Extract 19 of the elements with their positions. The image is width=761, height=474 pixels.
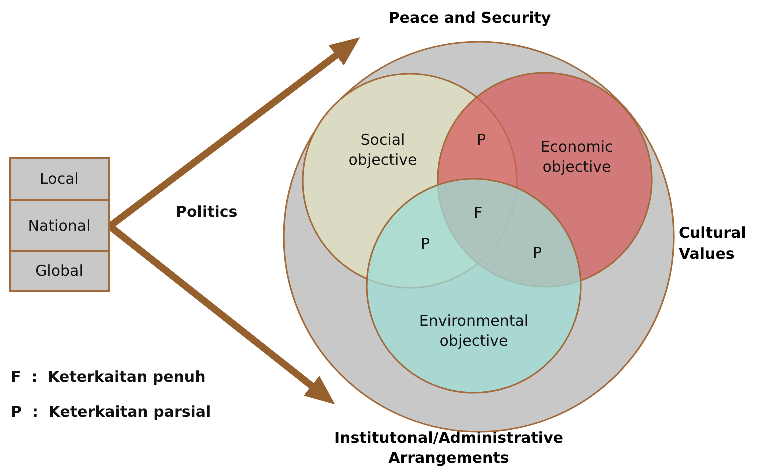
level-box bbox=[9, 157, 110, 201]
level-box bbox=[9, 252, 110, 292]
circle-label: Social objective bbox=[348, 130, 418, 170]
circle-label: Environmental objective bbox=[418, 311, 530, 351]
level-label: National bbox=[27, 216, 92, 234]
overlap-mark: P bbox=[533, 244, 542, 262]
overlap-mark: F bbox=[474, 204, 483, 222]
overlap-mark: P bbox=[477, 131, 486, 149]
side-label: Cultural Values bbox=[679, 223, 748, 265]
heading-label: Peace and Security bbox=[388, 8, 552, 28]
level-label: Local bbox=[39, 170, 80, 188]
level-box bbox=[9, 201, 110, 252]
circle-label: Economic objective bbox=[540, 137, 614, 177]
key-note: F : Keterkaitan penuh bbox=[11, 368, 206, 386]
key-note: P : Keterkaitan parsial bbox=[11, 403, 212, 421]
heading-label: Institutonal/Administrative Arrangements bbox=[333, 428, 565, 468]
overlap-mark: P bbox=[421, 235, 430, 253]
politics-label: Politics bbox=[176, 203, 238, 221]
level-label: Global bbox=[34, 262, 84, 280]
